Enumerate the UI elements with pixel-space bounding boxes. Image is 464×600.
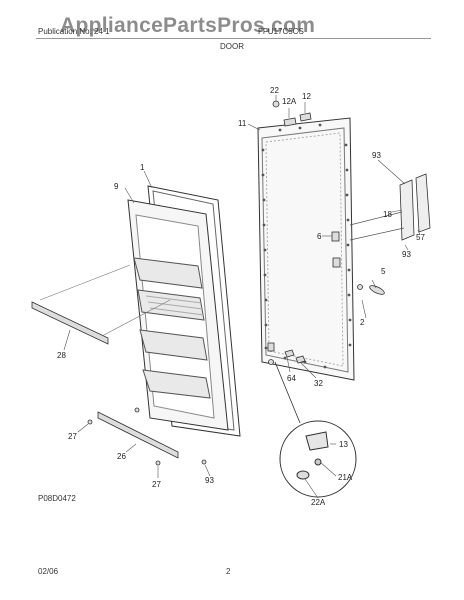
callout-93-bottom: 93 bbox=[205, 476, 214, 485]
leader-lines bbox=[63, 95, 421, 499]
watermark: AppliancePartsPros.com bbox=[60, 14, 316, 37]
callout-12a: 12A bbox=[282, 97, 297, 106]
drawing-code: P08D0472 bbox=[38, 494, 76, 503]
bottom-trim bbox=[87, 407, 207, 466]
inner-door-liner bbox=[127, 199, 229, 431]
callout-93-top: 93 bbox=[372, 151, 381, 160]
callout-22: 22 bbox=[270, 86, 279, 95]
callout-12: 12 bbox=[302, 92, 311, 101]
model-number: FFU17C5CS bbox=[258, 27, 304, 36]
publication-number: Publication No: 24 1 bbox=[38, 27, 110, 36]
callout-21a: 21A bbox=[338, 473, 353, 482]
footer-page-number: 2 bbox=[226, 567, 231, 576]
lock-parts bbox=[331, 231, 385, 295]
callout-1: 1 bbox=[140, 163, 145, 172]
callout-11: 11 bbox=[238, 119, 247, 128]
top-hinge-parts bbox=[272, 100, 312, 127]
callout-18: 18 bbox=[383, 210, 392, 219]
footer-date: 02/06 bbox=[38, 567, 59, 576]
callout-13: 13 bbox=[339, 440, 348, 449]
callout-93-handle: 93 bbox=[402, 250, 411, 259]
handle-assembly bbox=[349, 173, 431, 241]
callout-9: 9 bbox=[114, 182, 119, 191]
bottom-hinge-parts bbox=[267, 342, 306, 365]
shelf-bar bbox=[31, 301, 109, 345]
callout-6: 6 bbox=[317, 232, 322, 241]
callout-28: 28 bbox=[57, 351, 66, 360]
callout-2: 2 bbox=[360, 318, 365, 327]
callout-22a: 22A bbox=[311, 498, 326, 507]
callout-32: 32 bbox=[314, 379, 323, 388]
callout-27-left: 27 bbox=[68, 432, 77, 441]
section-title: DOOR bbox=[220, 42, 244, 51]
header-rule bbox=[36, 38, 431, 39]
callout-57: 57 bbox=[416, 233, 425, 242]
callout-26: 26 bbox=[117, 452, 126, 461]
callout-5: 5 bbox=[381, 267, 386, 276]
callout-64: 64 bbox=[287, 374, 296, 383]
outer-door-panel bbox=[257, 117, 355, 381]
callout-27-bottom: 27 bbox=[152, 480, 161, 489]
hinge-detail-circle bbox=[274, 361, 357, 498]
